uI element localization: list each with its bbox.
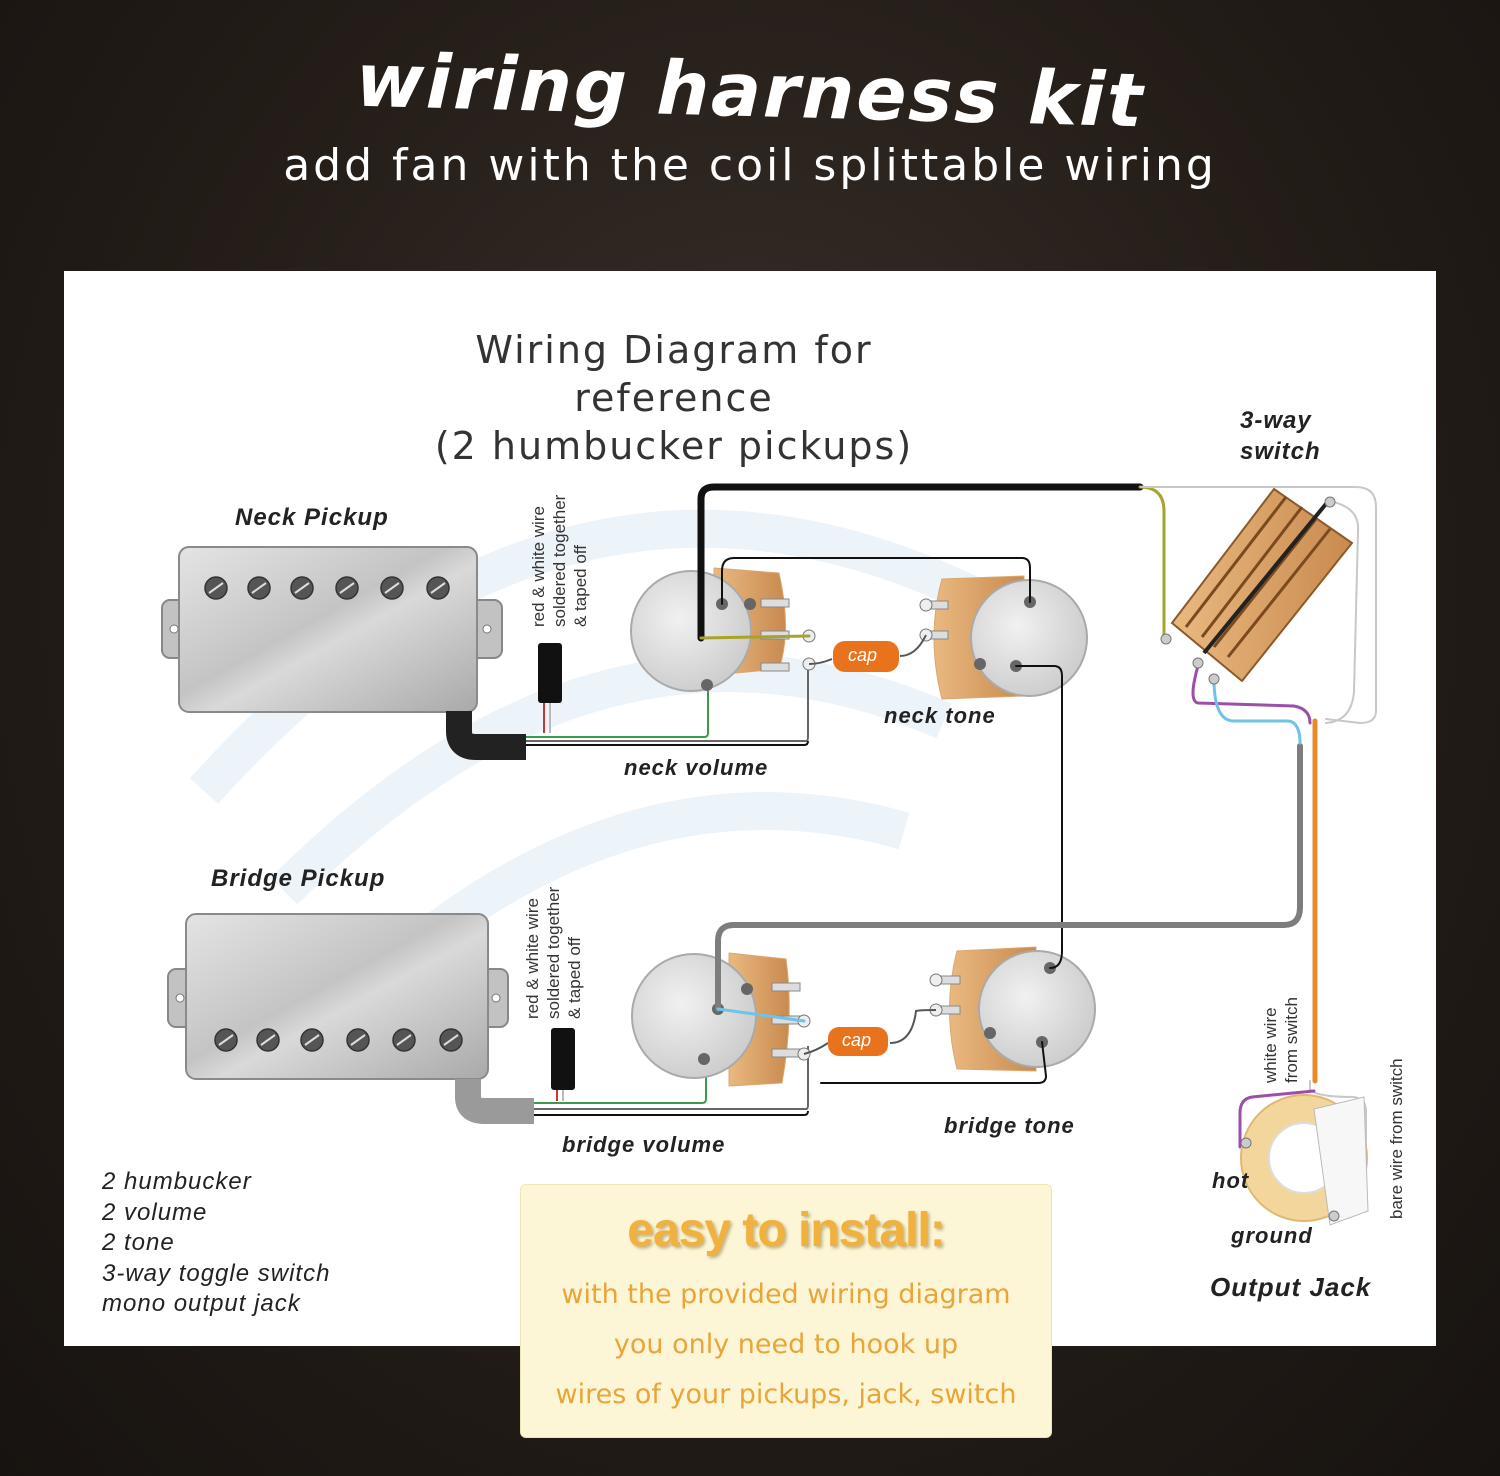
diagram-panel: Wiring Diagram for reference (2 humbucke… bbox=[64, 271, 1436, 1346]
bridge-tone-pot bbox=[929, 946, 1096, 1072]
neck-pickup-label: Neck Pickup bbox=[235, 504, 389, 531]
bridge-pickup-note: red & white wire soldered together & tap… bbox=[523, 886, 584, 1019]
neck-volume-label: neck volume bbox=[624, 755, 769, 780]
subline: add fan with the coil splittable wiring bbox=[283, 140, 1217, 191]
callout-line: wires of your pickups, jack, switch bbox=[555, 1379, 1017, 1410]
switch-label: 3-way switch bbox=[1240, 407, 1321, 465]
neck-tone-label: neck tone bbox=[884, 703, 996, 728]
bare-wire-note: bare wire from switch bbox=[1387, 1058, 1406, 1219]
callout-line: with the provided wiring diagram bbox=[561, 1279, 1011, 1310]
callout-line: you only need to hook up bbox=[613, 1329, 959, 1360]
neck-cap-label: cap bbox=[848, 645, 878, 665]
white-wire-note: white wire from switch bbox=[1261, 997, 1301, 1083]
bridge-pickup bbox=[167, 913, 534, 1124]
neck-pickup bbox=[161, 546, 526, 760]
neck-taped-wires bbox=[526, 643, 809, 746]
bridge-pickup-label: Bridge Pickup bbox=[211, 865, 386, 892]
spec-item: 2 volume bbox=[102, 1198, 208, 1226]
bridge-tone-label: bridge tone bbox=[944, 1113, 1075, 1138]
spec-item: 2 humbucker bbox=[102, 1168, 252, 1195]
three-way-switch bbox=[1160, 487, 1354, 685]
headline: wiring harness kit bbox=[354, 37, 1146, 145]
neck-cap bbox=[808, 634, 927, 672]
output-jack-label: Output Jack bbox=[1210, 1272, 1372, 1302]
spec-item: 3-way toggle switch bbox=[102, 1259, 331, 1287]
bridge-cap bbox=[803, 1009, 937, 1056]
hot-label: hot bbox=[1212, 1168, 1250, 1193]
spec-list: 2 humbucker 2 volume 2 tone 3-way toggle… bbox=[102, 1167, 330, 1320]
callout-heading: easy to install: bbox=[627, 1204, 945, 1257]
spec-item: mono output jack bbox=[102, 1290, 301, 1317]
install-callout: easy to install: with the provided wirin… bbox=[520, 1184, 1052, 1438]
wiring-diagram bbox=[161, 483, 1377, 1226]
diagram-title-line2: (2 humbucker pickups) bbox=[434, 424, 914, 468]
output-jack bbox=[1240, 1094, 1369, 1226]
ground-label: ground bbox=[1231, 1223, 1313, 1248]
bridge-taped-wires bbox=[534, 1028, 809, 1116]
diagram-title-line1: Wiring Diagram for reference bbox=[475, 328, 873, 420]
neck-pickup-note: red & white wire soldered together & tap… bbox=[529, 494, 590, 627]
diagram-title: Wiring Diagram for reference (2 humbucke… bbox=[404, 326, 944, 470]
spec-item: 2 tone bbox=[102, 1229, 175, 1256]
bridge-volume-label: bridge volume bbox=[562, 1132, 726, 1157]
bridge-cap-label: cap bbox=[842, 1030, 872, 1050]
